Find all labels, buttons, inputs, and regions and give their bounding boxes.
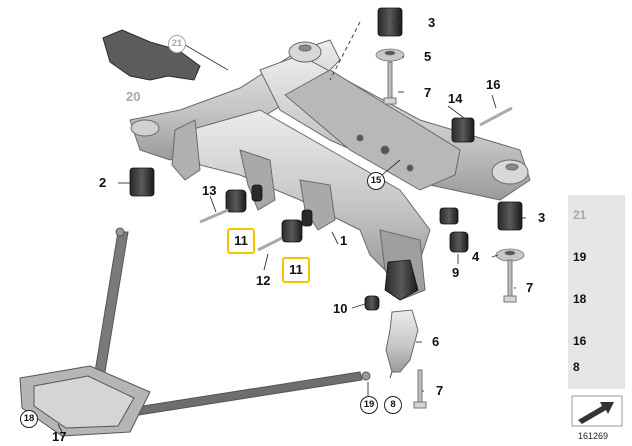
key-number: 8 <box>573 360 580 374</box>
part-label: 17 <box>52 429 67 444</box>
circled-label: 18 <box>20 410 38 428</box>
part-label: 4 <box>472 249 480 264</box>
part-label: 10 <box>333 301 348 316</box>
key-number: 16 <box>573 334 587 348</box>
key-number: 19 <box>573 250 587 264</box>
key-box-19: 19 <box>568 237 625 279</box>
bracket-part <box>385 309 419 373</box>
part-label: 14 <box>448 91 463 106</box>
key-box-18: 18 <box>568 279 625 321</box>
bushings <box>129 7 523 311</box>
part-label: 7 <box>436 383 444 398</box>
heat-shield-part <box>102 29 201 81</box>
part-label: 12 <box>256 273 271 288</box>
part-label: 3 <box>538 210 546 225</box>
part-label: 7 <box>526 280 534 295</box>
highlighted-part-label: 11 <box>282 257 310 283</box>
part-label: 1 <box>340 233 348 248</box>
circled-label: 19 <box>360 396 378 414</box>
part-label: 13 <box>202 183 217 198</box>
part-label: 5 <box>424 49 432 64</box>
part-label: 2 <box>99 175 107 190</box>
highlighted-part-label: 11 <box>227 228 255 254</box>
washers <box>375 48 525 262</box>
key-number: 18 <box>573 292 587 306</box>
part-label: 16 <box>486 77 501 92</box>
part-label: 20 <box>126 89 141 104</box>
part-label: 6 <box>432 334 440 349</box>
bolts <box>199 61 517 409</box>
strut-brace-part <box>19 227 371 437</box>
part-label: 7 <box>424 85 432 100</box>
circled-label: 15 <box>367 172 385 190</box>
key-number: 21 <box>573 208 587 222</box>
circled-label: 21 <box>168 35 186 53</box>
diagram-id: 161269 <box>578 431 609 441</box>
key-box-8: 8 <box>568 347 625 389</box>
part-label: 9 <box>452 265 460 280</box>
part-label: 3 <box>428 15 436 30</box>
rear-axle-subframe <box>129 39 531 301</box>
direction-arrow-icon <box>571 395 623 427</box>
leader-lines <box>57 21 526 433</box>
key-box-21: 21 <box>568 195 625 237</box>
circled-label: 8 <box>384 396 402 414</box>
